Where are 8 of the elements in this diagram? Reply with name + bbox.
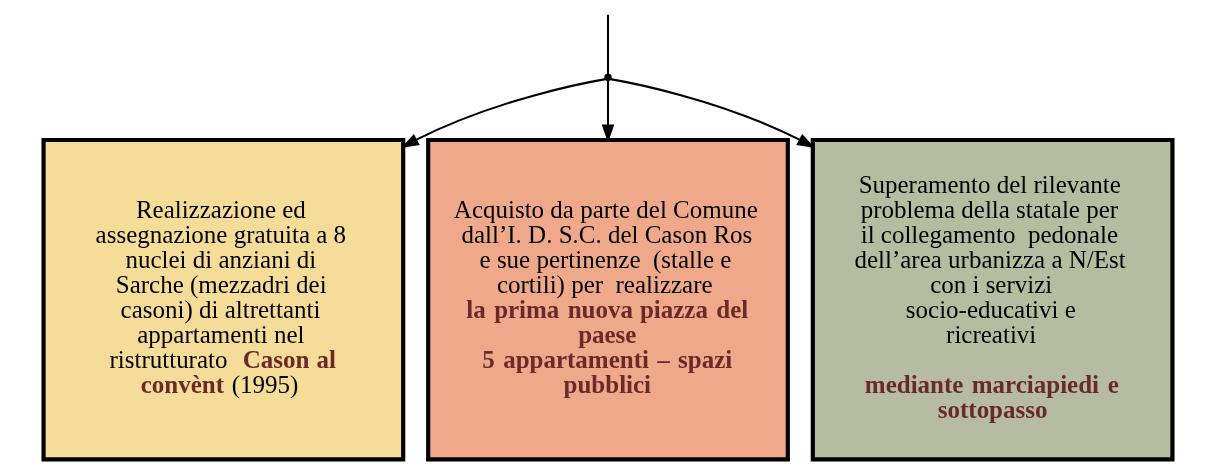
node-box: Superamento del rilevante problema della statale per il collegamento pedonale dell’area urbanizza a N/Est con i servizi socio-educativi e ricreativi mediante marciapiedi e sottopasso <box>810 137 1175 462</box>
arrow <box>400 78 606 148</box>
arrow <box>601 80 614 143</box>
node-box: Realizzazione ed assegnazione gratuita a 8 nuclei di anziani di Sarche (mezzadri dei casoni) di altrettanti appartamenti nel ristrutturato Cason al convènt (1995) <box>40 137 405 462</box>
node-box: Acquisto da parte del Comune dall’I. D. S.C. del Cason Ros e sue pertinenze (stalle e cortili) per realizzare la prima nuova piazza del paese 5 appartamenti – spazi pubblici <box>425 137 790 462</box>
arrow <box>609 78 815 148</box>
connector <box>606 14 609 74</box>
node-point <box>603 73 612 81</box>
